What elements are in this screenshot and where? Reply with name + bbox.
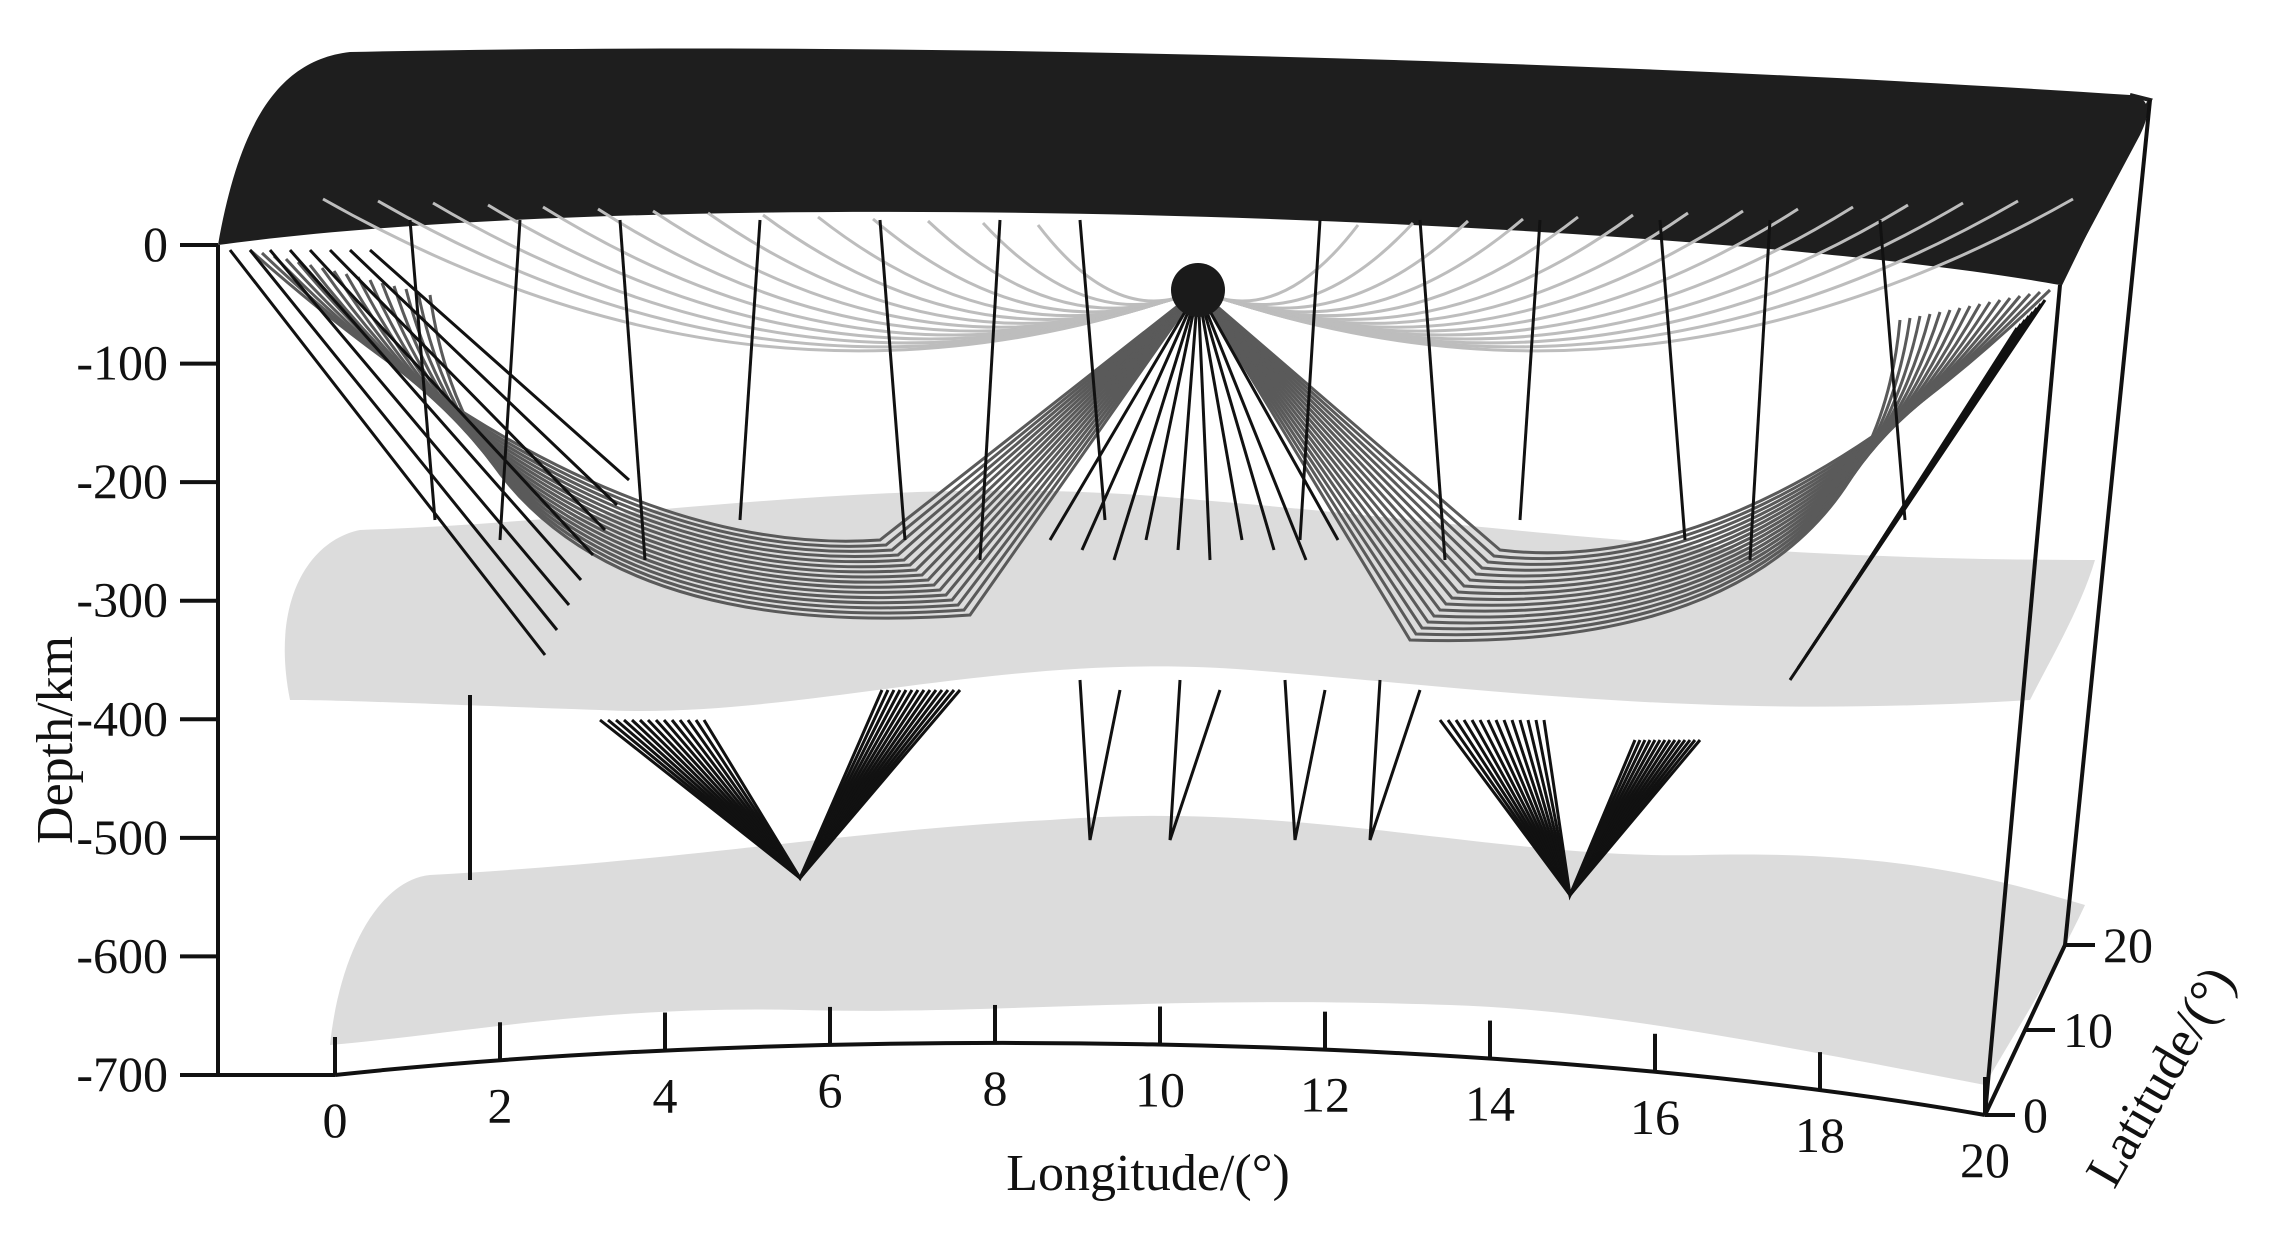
- latitude-tick-label: 10: [2063, 1002, 2113, 1058]
- ray-path: [1298, 219, 1322, 541]
- longitude-axis-title: Longitude/(°): [1006, 1145, 1290, 1202]
- depth-tick-label: -400: [76, 690, 168, 746]
- ray-path: [1196, 289, 1212, 561]
- longitude-tick-label: 10: [1135, 1062, 1185, 1118]
- ray-path: [1078, 219, 1107, 521]
- ray-path: [308, 264, 1200, 569]
- ray-path: [926, 219, 1199, 310]
- source-dot: [1171, 263, 1225, 317]
- longitude-tick-label: 2: [487, 1077, 512, 1133]
- ray-path: [369, 248, 630, 482]
- ray-path: [288, 249, 583, 581]
- ray-path: [268, 249, 571, 606]
- ray-path: [248, 249, 559, 631]
- longitude-axis-line: [334, 1040, 1986, 1117]
- longitude-axis-ticks: 0 2 4 6 8 10 12 14 16 18 20: [323, 1004, 2010, 1188]
- ray-path: [392, 285, 1200, 605]
- ray-path: [618, 219, 647, 561]
- ray-path: [1418, 219, 1447, 561]
- ray-path: [498, 219, 522, 541]
- ray-group-dark: [228, 219, 2047, 901]
- depth-tick-label: -500: [76, 809, 168, 865]
- depth-tick-label: 0: [143, 216, 168, 272]
- ray-path: [272, 254, 1199, 553]
- latitude-tick-label: 20: [2103, 917, 2153, 973]
- longitude-tick-label: 16: [1630, 1089, 1680, 1145]
- ray-path: [1368, 679, 1422, 841]
- depth-tick-label: -600: [76, 927, 168, 983]
- ray-path: [1197, 197, 2074, 353]
- ray-path: [260, 251, 1199, 548]
- ray-path: [348, 248, 619, 507]
- ray-path: [1112, 289, 1200, 561]
- ray-path: [320, 267, 1200, 574]
- ray-path: [1197, 221, 1415, 307]
- ray-path: [1048, 289, 1200, 541]
- ray-path: [404, 288, 1200, 610]
- ray-path: [1196, 289, 1932, 625]
- ray-path: [1196, 289, 1244, 541]
- longitude-tick-label: 8: [983, 1060, 1008, 1116]
- ray-path: [1196, 289, 1952, 613]
- ray-path: [1196, 289, 1942, 619]
- depth-tick-label: -200: [76, 453, 168, 509]
- discontinuity-lower: [330, 815, 2085, 1085]
- ray-path: [878, 219, 907, 541]
- frame-right-back-edge: [2063, 99, 2152, 946]
- earth-surface-cap: [218, 48, 2148, 285]
- ray-path: [978, 219, 1002, 561]
- ray-path: [1078, 679, 1122, 841]
- latitude-axis-title: Latitude/(°): [2075, 957, 2246, 1196]
- longitude-tick-label: 12: [1300, 1067, 1350, 1123]
- ray-path: [1196, 289, 1912, 637]
- ray-path: [738, 219, 762, 521]
- ray-path: [228, 249, 547, 656]
- ray-path: [1844, 327, 2019, 597]
- ray-path: [1196, 289, 1962, 607]
- discontinuity-upper: [284, 490, 2096, 711]
- ray-path: [308, 248, 595, 557]
- depth-axis-ticks: 0 -100 -200 -300 -400 -500 -600 -700: [76, 216, 218, 1102]
- longitude-tick-label: 14: [1465, 1076, 1515, 1132]
- ray-path: [1144, 289, 1200, 541]
- longitude-tick-label: 20: [1960, 1132, 2010, 1188]
- ray-path: [1196, 289, 1340, 541]
- ray-path: [1878, 219, 1907, 521]
- ray-path: [428, 289, 1200, 620]
- ray-path: [356, 276, 1200, 589]
- longitude-tick-label: 0: [323, 1092, 348, 1148]
- ray-path: [981, 221, 1199, 307]
- longitude-tick-label: 4: [652, 1068, 677, 1124]
- longitude-tick-label: 18: [1795, 1107, 1845, 1163]
- ray-path: [322, 197, 1199, 353]
- latitude-axis-ticks: 0 10 20: [1985, 917, 2153, 1143]
- depth-axis-title: Depth/km: [27, 636, 84, 844]
- ray-path: [368, 279, 1200, 594]
- ray-path: [1748, 219, 1772, 561]
- ray-path: [1518, 219, 1542, 521]
- ray-path: [1168, 679, 1222, 841]
- ray-path: [328, 248, 607, 532]
- ray-path: [1196, 289, 1922, 631]
- ray-path: [1197, 219, 1470, 310]
- ray-path: [1196, 289, 1902, 643]
- depth-tick-label: -300: [76, 572, 168, 628]
- longitude-tick-label: 6: [817, 1062, 842, 1118]
- ray-path: [1080, 289, 1200, 551]
- ray-path: [702, 689, 884, 882]
- depth-tick-label: -100: [76, 335, 168, 391]
- ray-path: [1542, 719, 1637, 901]
- latitude-tick-label: 0: [2023, 1087, 2048, 1143]
- ray-path: [1283, 679, 1327, 841]
- ray-path: [1196, 289, 1308, 561]
- ray-path: [332, 270, 1200, 579]
- ray-path: [1658, 219, 1687, 541]
- ray-path: [1196, 289, 1276, 551]
- ray-path: [416, 289, 1200, 615]
- depth-tick-label: -700: [76, 1046, 168, 1102]
- ray-path: [1176, 289, 1200, 551]
- frame-right-front-edge: [1983, 284, 2062, 1116]
